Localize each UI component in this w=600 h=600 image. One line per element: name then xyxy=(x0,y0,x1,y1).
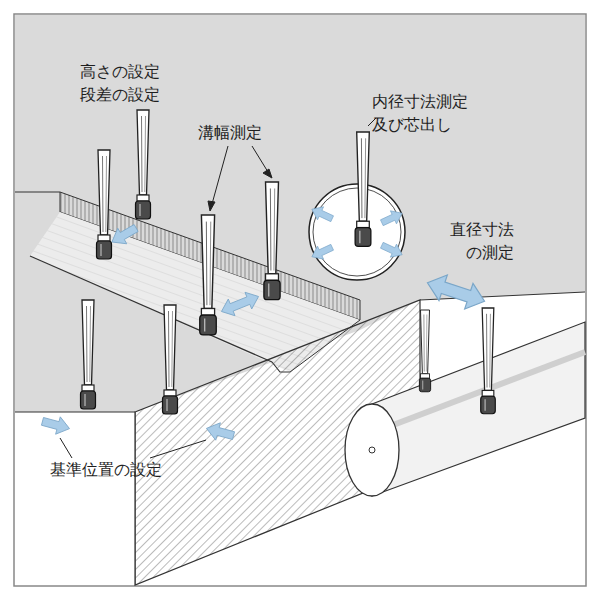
callout-label: 溝幅測定 xyxy=(198,121,278,144)
callout-label: 基準位置の設定 xyxy=(50,458,190,481)
callout-label: 高さの設定 段差の設定 xyxy=(80,60,170,106)
callout-label: 内径寸法測定 及び芯出し xyxy=(372,90,484,136)
callout-label: 直径寸法 の測定 xyxy=(436,218,514,264)
